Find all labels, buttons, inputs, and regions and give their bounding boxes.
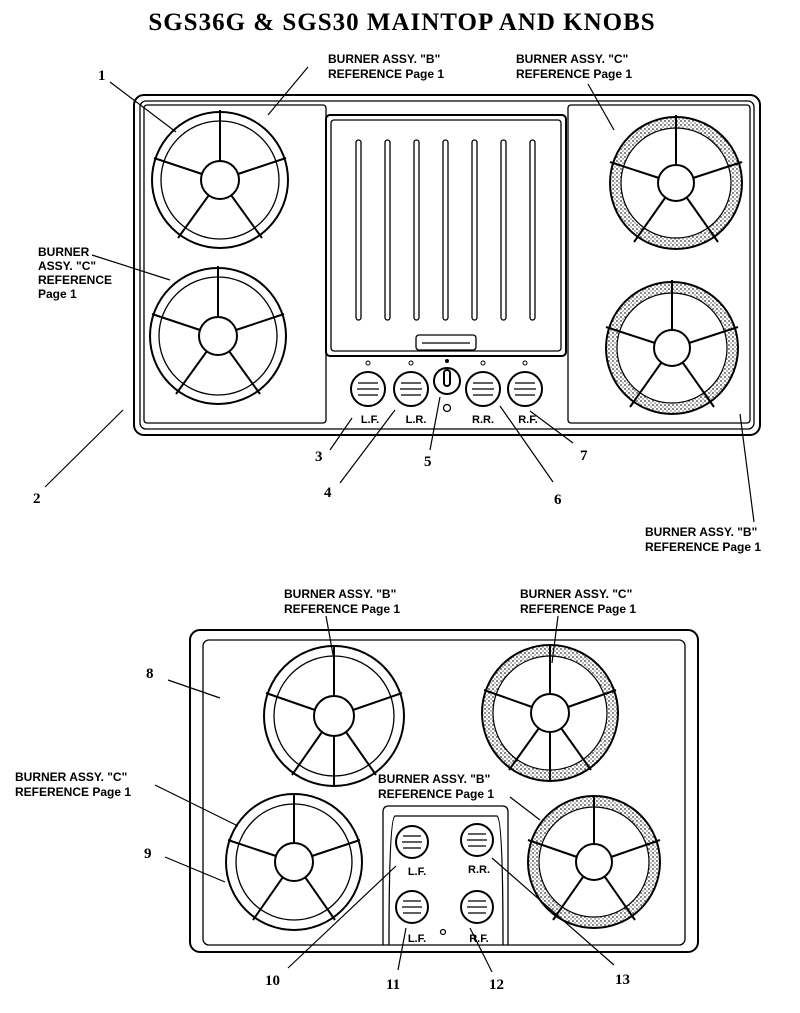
svg-text:BURNER ASSY. "C": BURNER ASSY. "C" — [15, 770, 127, 784]
part-number-13: 13 — [615, 972, 630, 988]
grill-control-knob[interactable] — [433, 359, 461, 413]
svg-text:REFERENCE: REFERENCE — [38, 273, 112, 287]
knob-label-lr: L.R. — [406, 414, 427, 426]
grill-module — [325, 114, 567, 357]
svg-text:Page 1: Page 1 — [38, 287, 77, 301]
knob-label-lower-lf-2: L.F. — [408, 933, 426, 945]
part-number-7: 7 — [580, 448, 588, 464]
knob-lower-right-rear[interactable] — [460, 823, 494, 857]
knob-right-front[interactable] — [507, 360, 543, 407]
callout-burner-c-lower-top: BURNER ASSY. "C" REFERENCE Page 1 — [520, 587, 636, 616]
knob-label-rf: R.F. — [518, 414, 538, 426]
burner-grate-lower-rear-right — [481, 644, 619, 782]
svg-text:REFERENCE Page 1: REFERENCE Page 1 — [378, 787, 494, 801]
knob-label-lower-lf-1: L.F. — [408, 866, 426, 878]
part-number-2: 2 — [33, 491, 41, 507]
sgs36g-maintop: L.F. L.R. R.R. R.F. — [133, 94, 761, 436]
knob-left-rear[interactable] — [393, 360, 429, 407]
knob-lower-left-front-2[interactable] — [395, 890, 429, 924]
bottom-leader-lines — [154, 615, 615, 973]
svg-text:REFERENCE Page 1: REFERENCE Page 1 — [520, 602, 636, 616]
burner-grate-left-front — [149, 266, 287, 405]
knob-lower-right-front[interactable] — [460, 890, 494, 924]
part-number-6: 6 — [554, 492, 562, 508]
part-number-5: 5 — [424, 454, 432, 470]
knob-label-lower-rf: R.F. — [469, 933, 489, 945]
part-number-12: 12 — [489, 977, 504, 993]
burner-grate-left-rear — [151, 110, 289, 249]
callout-burner-b-lower-center: BURNER ASSY. "B" REFERENCE Page 1 — [378, 772, 494, 801]
callout-burner-c-top-right: BURNER ASSY. "C" REFERENCE Page 1 — [516, 52, 632, 81]
burner-grate-lower-front-right — [527, 795, 661, 929]
knob-label-rr: R.R. — [472, 414, 494, 426]
svg-text:REFERENCE Page 1: REFERENCE Page 1 — [645, 540, 761, 554]
burner-grate-right-front — [605, 280, 739, 415]
svg-text:BURNER ASSY. "B": BURNER ASSY. "B" — [328, 52, 440, 66]
knob-label-lf: L.F. — [361, 414, 379, 426]
knob-right-rear[interactable] — [465, 360, 501, 407]
callout-burner-b-top-left: BURNER ASSY. "B" REFERENCE Page 1 — [328, 52, 444, 81]
sgs30-maintop: L.F. R.R. L.F. R.F. — [189, 629, 699, 953]
part-number-11: 11 — [386, 977, 400, 993]
svg-text:BURNER: BURNER — [38, 245, 90, 259]
part-number-1: 1 — [98, 68, 106, 84]
svg-text:REFERENCE Page 1: REFERENCE Page 1 — [15, 785, 131, 799]
burner-grate-lower-front-left — [225, 793, 363, 931]
indicator-light — [439, 928, 447, 936]
svg-text:BURNER ASSY. "B": BURNER ASSY. "B" — [645, 525, 757, 539]
callout-burner-b-bottom-right: BURNER ASSY. "B" REFERENCE Page 1 — [645, 525, 761, 554]
burner-grate-right-rear — [609, 115, 743, 250]
svg-text:REFERENCE Page 1: REFERENCE Page 1 — [516, 67, 632, 81]
callout-burner-b-lower-top: BURNER ASSY. "B" REFERENCE Page 1 — [284, 587, 400, 616]
svg-text:REFERENCE Page 1: REFERENCE Page 1 — [328, 67, 444, 81]
svg-text:ASSY. "C": ASSY. "C" — [38, 259, 96, 273]
part-number-9: 9 — [144, 846, 152, 862]
svg-text:BURNER ASSY. "C": BURNER ASSY. "C" — [516, 52, 628, 66]
callout-burner-c-left: BURNER ASSY. "C" REFERENCE Page 1 — [38, 245, 112, 301]
knob-lower-left-front-1[interactable] — [395, 825, 429, 859]
svg-text:BURNER ASSY. "B": BURNER ASSY. "B" — [378, 772, 490, 786]
top-knob-row: L.F. L.R. R.R. R.F. — [350, 359, 543, 426]
part-number-3: 3 — [315, 449, 323, 465]
svg-text:REFERENCE Page 1: REFERENCE Page 1 — [284, 602, 400, 616]
part-number-8: 8 — [146, 666, 154, 682]
callout-burner-c-lower-left: BURNER ASSY. "C" REFERENCE Page 1 — [15, 770, 131, 799]
svg-text:BURNER ASSY. "C": BURNER ASSY. "C" — [520, 587, 632, 601]
svg-text:BURNER ASSY. "B": BURNER ASSY. "B" — [284, 587, 396, 601]
part-number-10: 10 — [265, 973, 280, 989]
top-leader-lines — [44, 66, 755, 523]
bottom-knob-row: L.F. R.R. L.F. R.F. — [395, 823, 494, 945]
part-number-4: 4 — [324, 485, 332, 501]
burner-grate-lower-rear-left — [263, 645, 405, 787]
diagram-title: SGS36G & SGS30 MAINTOP AND KNOBS — [148, 9, 655, 36]
knob-label-lower-rr: R.R. — [468, 864, 490, 876]
knob-left-front[interactable] — [350, 360, 386, 407]
